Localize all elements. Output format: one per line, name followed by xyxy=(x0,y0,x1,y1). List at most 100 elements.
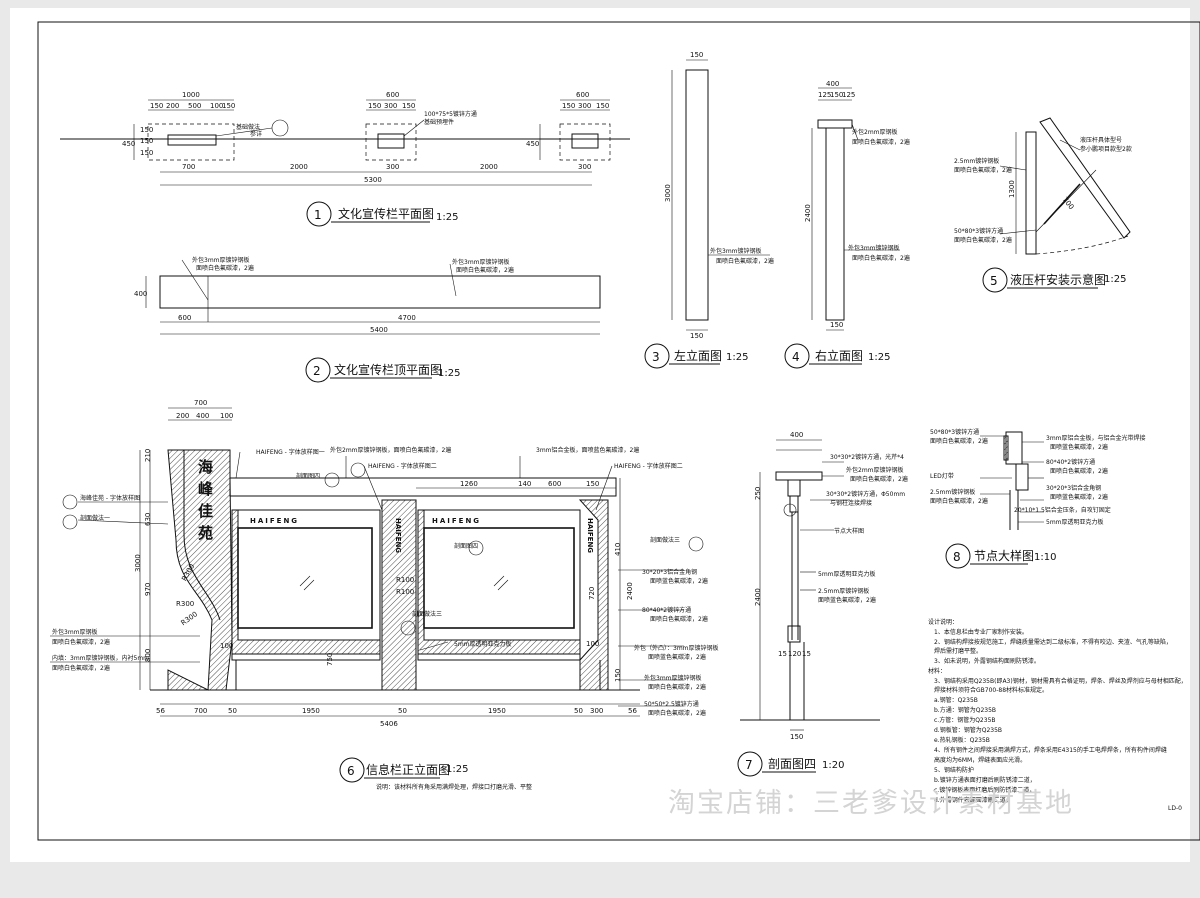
notes-line: 焊接材料须符合GB700-88材料标准规定。 xyxy=(934,686,1048,694)
front-callout: 面喷白色氟碳漆，2遍 xyxy=(648,709,706,717)
notes-line: 3、钢结构采用Q235B(即A3)钢材，钢材需具有合格证明，焊条、焊丝及焊剂应与… xyxy=(934,677,1187,685)
plan-dim: 200 xyxy=(166,102,179,110)
notes-line: c.镀锌钢板表面打磨后刷防锈漆二道， xyxy=(934,786,1035,794)
front-callout: 面喷蓝色氟碳漆，2遍 xyxy=(650,577,708,585)
section-dim: 150 xyxy=(790,733,803,741)
plan-dim: 300 xyxy=(578,102,591,110)
sign-text: HAIFENG xyxy=(250,517,299,525)
plan-side: 150 xyxy=(140,137,153,145)
view-scale: 1:10 xyxy=(1034,552,1056,563)
plan-side: 150 xyxy=(140,126,153,134)
notes-heading: 设计说明： xyxy=(928,618,958,626)
detail-note: 面喷蓝色氟碳漆，2遍 xyxy=(1050,443,1108,451)
front-callout: HAIFENG - 字体放样图二 xyxy=(614,462,683,470)
notes-line: 1、本信息栏由专业厂家制作安装。 xyxy=(934,628,1028,636)
right-elev-note: 外包2mm厚钢板 xyxy=(852,128,898,136)
view-number: 2 xyxy=(313,364,321,378)
detail-note: 80*40*2镀锌方通 xyxy=(1046,458,1095,466)
top-plan-note: 面喷白色氟碳漆，2遍 xyxy=(196,264,254,272)
paper xyxy=(10,8,1190,862)
left-elevation-view: 150 3000 150 外包3mm镀锌钢板 面喷白色氟碳漆，2遍 3 左立面图… xyxy=(644,51,774,369)
front-dim: 400 xyxy=(196,412,209,420)
view-number-badge xyxy=(784,343,810,369)
plan-side: 450 xyxy=(122,140,135,148)
front-callout: HAIFENG - 字体放样图一 xyxy=(256,448,325,456)
front-dim: 56 xyxy=(156,707,165,715)
view-scale: 1:25 xyxy=(438,368,460,379)
plan-dim: 150 xyxy=(222,102,235,110)
detail-note: 3mm厚铝合金板，与铝合金光带焊接 xyxy=(1046,434,1146,442)
front-dim: 50 xyxy=(574,707,583,715)
view-title: 文化宣传栏顶平面图 xyxy=(334,362,442,377)
front-dim: 1260 xyxy=(460,480,478,488)
plan-dim: 150 xyxy=(562,102,575,110)
front-callout: 面喷蓝色氟碳漆，2遍 xyxy=(648,653,706,661)
front-dim: 1950 xyxy=(302,707,320,715)
section-note: 与钢柱连接焊接 xyxy=(830,499,872,507)
view-title: 液压杆安装示意图 xyxy=(1010,272,1106,287)
detail-view: 50*80*3镀锌方通 面喷白色氟碳漆，2遍 3mm厚铝合金板，与铝合金光带焊接… xyxy=(930,428,1146,569)
front-callout: 外包3mm厚钢板 xyxy=(52,628,98,636)
left-elev-note: 面喷白色氟碳漆，2遍 xyxy=(716,257,774,265)
right-elev-note: 外包3mm镀锌钢板 xyxy=(848,244,900,252)
detail-note: 面喷白色氟碳漆，2遍 xyxy=(930,497,988,505)
front-callout: 剖面做法三 xyxy=(650,536,680,544)
top-plan-note: 外包3mm厚镀锌钢板 xyxy=(452,258,510,266)
notes-line: 2、钢结构焊接按规范施工，焊缝质量需达到二级标准，不得有咬边、夹渣、气孔等缺陷， xyxy=(934,638,1172,646)
top-plan-dim: 400 xyxy=(134,290,147,298)
section-dim: 250 xyxy=(754,487,762,500)
section-dim: 2400 xyxy=(754,588,762,606)
front-dim: 3000 xyxy=(134,554,142,572)
vertical-sign-char: 佳 xyxy=(198,502,213,520)
section-dim: 120 xyxy=(788,650,801,658)
plan-dim: 300 xyxy=(384,102,397,110)
view-title: 剖面图四 xyxy=(768,757,816,771)
top-plan-dim: 600 xyxy=(178,314,191,322)
section-dim: 15 xyxy=(778,650,787,658)
radius-label: R300 xyxy=(176,600,194,608)
right-elev-note: 面喷白色氟碳漆，2遍 xyxy=(852,254,910,262)
view-title: 左立面图 xyxy=(674,348,722,363)
front-callout: 海峰佳苑 - 字体放样图 xyxy=(80,494,140,502)
radius-label: R100 xyxy=(396,576,414,584)
hydraulic-dim: 1300 xyxy=(1008,180,1016,198)
vertical-sign-char: 峰 xyxy=(198,480,214,498)
detail-note: 5mm厚透明亚克力板 xyxy=(1046,518,1104,526)
front-callout: 内填：3mm厚镀锌钢板，内衬5mm xyxy=(52,654,149,662)
front-dim: 50 xyxy=(228,707,237,715)
front-dim: 720 xyxy=(588,587,596,600)
hydraulic-note: 面喷白色氟碳漆，2遍 xyxy=(954,236,1012,244)
view-number: 3 xyxy=(652,350,660,364)
view-title: 节点大样图 xyxy=(974,548,1034,563)
left-elev-note: 外包3mm镀锌钢板 xyxy=(710,247,762,255)
view-number-badge xyxy=(339,757,365,783)
front-dim: 100 xyxy=(586,640,599,648)
section-note: 30*30*2镀锌方通，Φ50mm xyxy=(826,490,905,498)
plan-dim: 300 xyxy=(386,163,399,171)
notes-line: b.镀锌方通表面打磨后刷防锈漆二道， xyxy=(934,776,1036,784)
front-dim: 600 xyxy=(548,480,561,488)
notes-line: 5、钢结构防护 xyxy=(934,766,974,774)
front-dim: 1950 xyxy=(488,707,506,715)
front-callout: 外包2mm厚镀锌钢板，面喷白色氟碳漆，2遍 xyxy=(330,446,451,454)
plan-side: 150 xyxy=(140,149,153,157)
front-callout: 面喷白色氟碳漆，2遍 xyxy=(648,683,706,691)
front-dim: 150 xyxy=(614,669,622,682)
front-dim: 300 xyxy=(590,707,603,715)
plan-view: 1000 150 200 500 100 150 600 150 300 150… xyxy=(60,91,630,227)
hydraulic-note: 参小鹏项目款型2款 xyxy=(1080,145,1132,153)
front-callout: 面喷白色氟碳漆，2遍 xyxy=(650,615,708,623)
top-plan-view: 400 600 4700 5400 外包3mm厚镀锌钢板 面喷白色氟碳漆，2遍 … xyxy=(134,256,601,383)
notes-line: a.钢管：Q235B xyxy=(934,696,978,704)
front-callout: 80*40*2镀锌方通 xyxy=(642,606,691,614)
front-dim: 140 xyxy=(518,480,531,488)
front-elevation-view: 700 200 400 100 210 630 3000 970 800 126… xyxy=(50,399,719,791)
front-callout: HAIFENG - 字体放样图二 xyxy=(368,462,437,470)
view-number: 8 xyxy=(953,550,961,564)
front-callout: 剖面做法三 xyxy=(412,610,442,618)
plan-dim: 2000 xyxy=(290,163,308,171)
front-dim: 56 xyxy=(628,707,637,715)
section-note: 面喷蓝色氟碳漆，2遍 xyxy=(818,596,876,604)
notes-line: d.钢板管：钢管为Q235B xyxy=(934,726,1002,734)
